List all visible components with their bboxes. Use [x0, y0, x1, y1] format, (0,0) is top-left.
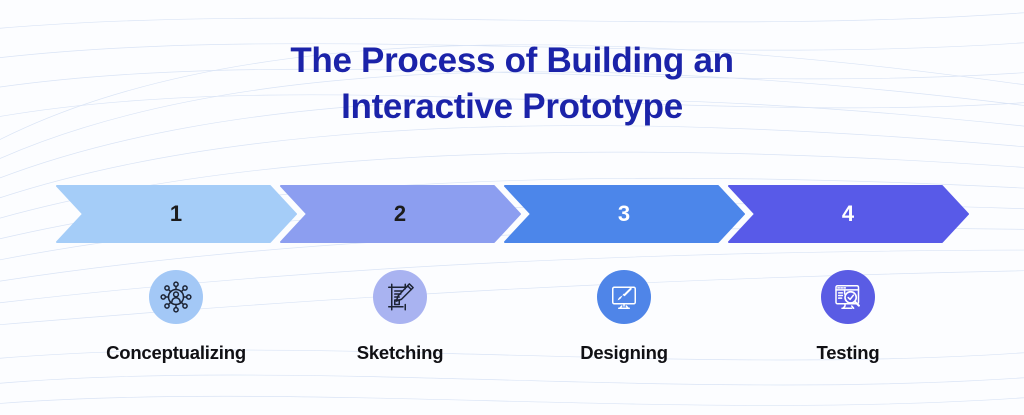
- step-number-1: 1: [169, 201, 183, 226]
- step-number-3: 3: [617, 201, 631, 226]
- step-label-testing: Testing: [816, 342, 880, 363]
- network-people-icon: [160, 281, 192, 313]
- chevron-step-2: [280, 185, 521, 243]
- step-label-designing: Designing: [580, 342, 668, 363]
- step-icon-badge-2: [373, 270, 427, 324]
- process-chevron-ribbon: [56, 185, 969, 243]
- page-title: The Process of Building an Interactive P…: [0, 38, 1024, 130]
- page-title-line-2: Interactive Prototype: [341, 87, 683, 126]
- step-label-sketching: Sketching: [356, 342, 444, 363]
- chevron-step-3: [504, 185, 745, 243]
- step-label-conceptualizing: Conceptualizing: [106, 342, 246, 363]
- chevron-step-4: [728, 185, 969, 243]
- step-icon-badge-1: [149, 270, 203, 324]
- step-number-2: 2: [393, 201, 407, 226]
- step-icon-badge-4: [821, 270, 875, 324]
- step-icon-badge-3: [597, 270, 651, 324]
- monitor-paintbrush-icon: [612, 286, 636, 309]
- browser-magnifier-check-icon: [835, 285, 860, 309]
- chevron-step-1: [56, 185, 297, 243]
- page-title-line-1: The Process of Building an: [290, 41, 734, 80]
- step-number-4: 4: [841, 201, 855, 226]
- sketchpad-pencil-icon: [388, 283, 414, 311]
